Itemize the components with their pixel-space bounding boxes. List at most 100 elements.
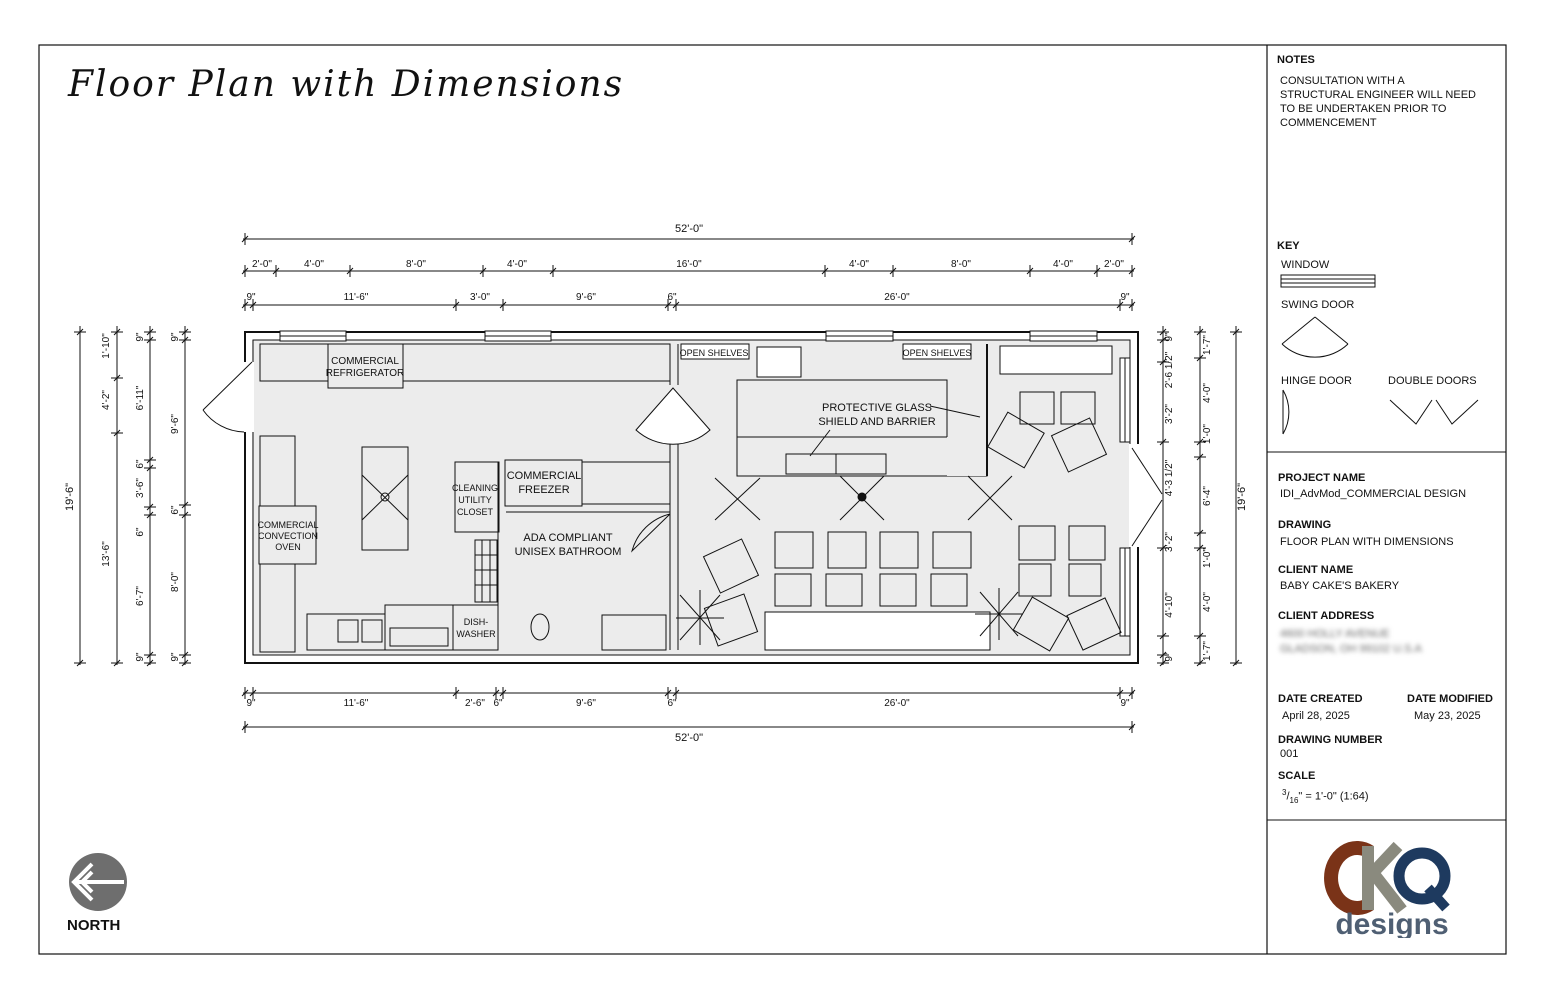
dim-right-b: 6'-4" bbox=[1202, 486, 1213, 506]
dim-top-window: 4'-0" bbox=[849, 259, 869, 270]
oven-label-3: OVEN bbox=[275, 542, 301, 552]
dim-tick bbox=[1159, 659, 1167, 667]
dim-tick bbox=[499, 689, 507, 697]
dim-tick bbox=[1159, 336, 1167, 344]
bathroom-label-2: UNISEX BATHROOM bbox=[515, 546, 622, 558]
dim-tick bbox=[272, 267, 280, 275]
dim-top-room: 9" bbox=[246, 292, 256, 303]
scale-value: 3/16" = 1'-0" (1:64) bbox=[1282, 788, 1369, 805]
dim-tick bbox=[1232, 328, 1240, 336]
dim-tick bbox=[821, 267, 829, 275]
notes-line: COMMENCEMENT bbox=[1280, 117, 1377, 129]
dim-tick bbox=[1196, 328, 1204, 336]
dim-tick bbox=[1159, 651, 1167, 659]
dim-tick bbox=[146, 328, 154, 336]
dim-tick bbox=[452, 301, 460, 309]
bathroom-label-1: ADA COMPLIANT bbox=[523, 532, 613, 544]
dim-tick bbox=[181, 651, 189, 659]
date-modified-label: DATE MODIFIED bbox=[1407, 693, 1493, 705]
drawing-number: 001 bbox=[1280, 748, 1299, 760]
dim-left-c: 9'-6" bbox=[170, 414, 181, 434]
ckq-logo: designs bbox=[1322, 838, 1462, 941]
dim-tick bbox=[1128, 723, 1136, 731]
ckq-logo-mark: designs bbox=[1324, 841, 1451, 941]
dim-top-window: 4'-0" bbox=[304, 259, 324, 270]
dim-tick bbox=[664, 301, 672, 309]
dim-tick bbox=[146, 456, 154, 464]
dim-tick bbox=[1128, 689, 1136, 697]
freezer-label-1: COMMERCIAL bbox=[507, 470, 582, 482]
dim-left-a: 13'-6" bbox=[101, 541, 112, 567]
dim-tick bbox=[1159, 328, 1167, 336]
dim-left-b: 9" bbox=[135, 332, 146, 342]
dim-tick bbox=[1128, 235, 1136, 243]
dim-tick bbox=[672, 689, 680, 697]
dim-tick bbox=[241, 689, 249, 697]
drawing-title: Floor Plan with Dimensions bbox=[68, 64, 625, 105]
closet-label-1: CLEANING bbox=[452, 483, 498, 493]
refrigerator-label-1: COMMERCIAL bbox=[331, 356, 399, 367]
scale-ratio: " = 1'-0" (1:64) bbox=[1298, 790, 1369, 803]
client-address-line: 4600 HOLLY AVENUE bbox=[1280, 628, 1390, 640]
dim-right-a: 9" bbox=[1164, 652, 1175, 662]
dim-tick bbox=[241, 723, 249, 731]
dim-bottom-room: 26'-0" bbox=[884, 698, 910, 709]
dim-top-overall: 52'-0" bbox=[675, 223, 703, 235]
dim-top-window: 2'-0" bbox=[252, 259, 272, 270]
client-name: BABY CAKE'S BAKERY bbox=[1280, 580, 1400, 592]
dim-tick bbox=[1196, 529, 1204, 537]
dim-tick bbox=[1128, 301, 1136, 309]
dim-tick bbox=[181, 336, 189, 344]
dim-tick bbox=[499, 301, 507, 309]
dim-tick bbox=[1196, 438, 1204, 446]
dim-tick bbox=[452, 689, 460, 697]
dim-top-window: 16'-0" bbox=[676, 259, 702, 270]
dishwasher-label-1: DISH- bbox=[464, 617, 489, 627]
dim-tick bbox=[1159, 358, 1167, 366]
freezer-label-2: FREEZER bbox=[518, 484, 569, 496]
dim-top-room: 11'-6" bbox=[344, 292, 369, 303]
dim-tick bbox=[249, 301, 257, 309]
dim-tick bbox=[241, 267, 249, 275]
dim-tick bbox=[146, 503, 154, 511]
window-symbol-icon bbox=[1280, 274, 1376, 288]
dim-tick bbox=[181, 659, 189, 667]
dim-top-room: 3'-0" bbox=[470, 292, 490, 303]
open-shelves-label-2: OPEN SHELVES bbox=[903, 348, 972, 358]
dim-tick bbox=[181, 511, 189, 519]
key-hinge-door-label: HINGE DOOR bbox=[1281, 375, 1352, 387]
date-modified: May 23, 2025 bbox=[1414, 710, 1481, 722]
date-created: April 28, 2025 bbox=[1282, 710, 1350, 722]
dim-right-a: 3'-2" bbox=[1164, 404, 1175, 424]
dim-bottom-room: 2'-6" bbox=[465, 698, 485, 709]
dim-left-c: 9" bbox=[170, 652, 181, 662]
dim-tick bbox=[1196, 659, 1204, 667]
dim-tick bbox=[241, 301, 249, 309]
dim-tick bbox=[1196, 632, 1204, 640]
dim-tick bbox=[1196, 354, 1204, 362]
open-shelves-label-1: OPEN SHELVES bbox=[680, 348, 749, 358]
dim-right-a: 9" bbox=[1164, 332, 1175, 342]
dim-tick bbox=[113, 374, 121, 382]
dim-left-b: 6" bbox=[135, 459, 146, 469]
scale-denominator: 16 bbox=[1289, 795, 1299, 805]
dim-left-c: 9" bbox=[170, 332, 181, 342]
dim-tick bbox=[346, 267, 354, 275]
dim-right-b: 4'-0" bbox=[1202, 592, 1213, 612]
dim-top-room: 6" bbox=[667, 292, 677, 303]
dim-right-b: 1'-7" bbox=[1202, 641, 1213, 661]
key-double-doors-label: DOUBLE DOORS bbox=[1388, 375, 1477, 387]
dim-tick bbox=[1196, 453, 1204, 461]
dim-tick bbox=[146, 464, 154, 472]
dim-top-room: 9" bbox=[1120, 292, 1130, 303]
scale-numerator: 3 bbox=[1282, 788, 1287, 797]
project-name: IDI_AdvMod_COMMERCIAL DESIGN bbox=[1280, 488, 1467, 500]
dim-top-room: 26'-0" bbox=[884, 292, 910, 303]
logo-wordmark: designs bbox=[1335, 908, 1448, 938]
dim-right-overall: 19'-6" bbox=[1236, 483, 1248, 511]
dim-top-window: 4'-0" bbox=[1053, 259, 1073, 270]
dim-tick bbox=[146, 659, 154, 667]
dim-bottom-room: 9'-6" bbox=[576, 698, 596, 709]
dim-bottom-room: 9" bbox=[1120, 698, 1130, 709]
